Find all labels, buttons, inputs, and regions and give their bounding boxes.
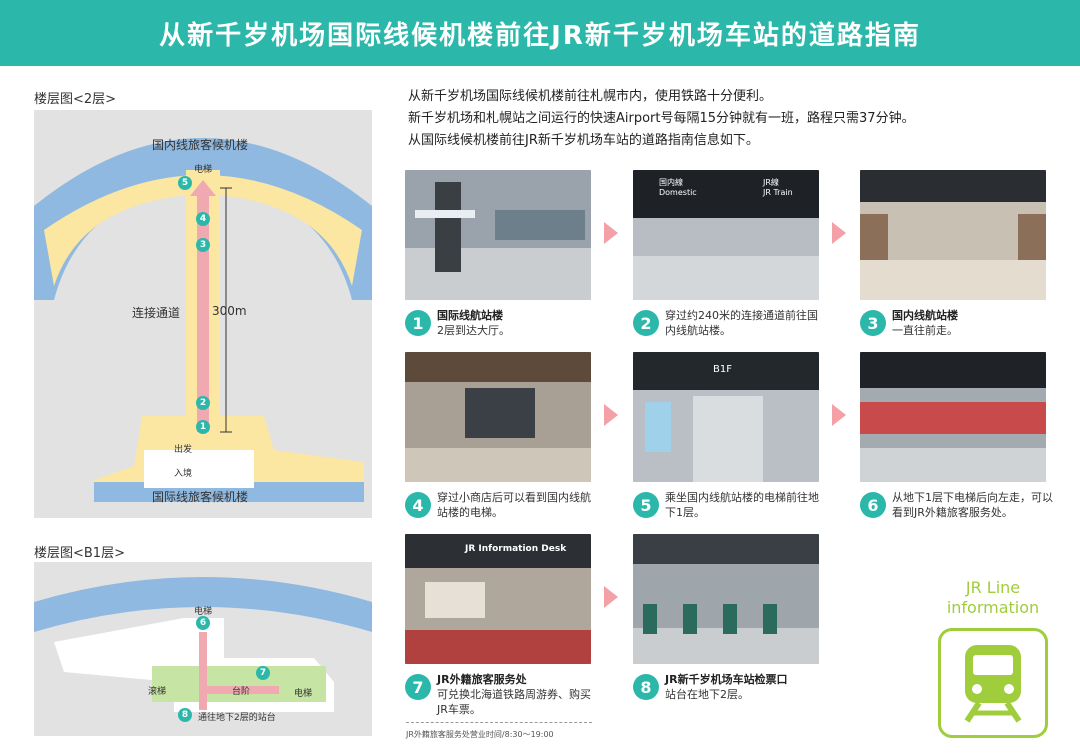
map-marker-3: 3 bbox=[196, 238, 210, 252]
caption-step-6: 6 从地下1层下电梯后向左走，可以看到JR外籍旅客服务处。 bbox=[860, 490, 1060, 520]
international-terminal-label: 国际线旅客候机楼 bbox=[152, 490, 249, 504]
caption-step-8: 8 JR新千岁机场车站检票口 站台在地下2层。 bbox=[633, 672, 833, 702]
step-text-2: 穿过约240米的连接通道前往国内线航站楼。 bbox=[665, 309, 818, 337]
jr-info-title-2: information bbox=[946, 598, 1040, 617]
photo-step-6 bbox=[860, 352, 1046, 482]
step-number-2: 2 bbox=[633, 310, 659, 336]
flow-arrow-5 bbox=[604, 586, 618, 608]
caption-step-4: 4 穿过小商店后可以看到国内线航站楼的电梯。 bbox=[405, 490, 605, 520]
photo-step-4 bbox=[405, 352, 591, 482]
b1-marker-7: 7 bbox=[256, 666, 270, 680]
step-text-5: 乘坐国内线航站楼的电梯前往地下1层。 bbox=[665, 491, 819, 519]
b1-marker-6: 6 bbox=[196, 616, 210, 630]
flow-arrow-1 bbox=[604, 222, 618, 244]
step-text-3: 一直往前走。 bbox=[892, 324, 958, 337]
b1-elevator-top-label: 电梯 bbox=[194, 607, 213, 617]
step-text-7: 可兑换北海道铁路周游券、购买JR车票。 bbox=[437, 688, 591, 716]
domestic-terminal-blue bbox=[34, 138, 372, 300]
step-number-1: 1 bbox=[405, 310, 431, 336]
caption-step-1: 1 国际线航站楼 2层到达大厅。 bbox=[405, 308, 605, 338]
map-marker-1: 1 bbox=[196, 420, 210, 434]
photo-step-5: B1F bbox=[633, 352, 819, 482]
photo-step-8 bbox=[633, 534, 819, 664]
jr-line-info: JR Line information bbox=[938, 578, 1048, 738]
caption-step-2: 2 穿过约240米的连接通道前往国内线航站楼。 bbox=[633, 308, 833, 338]
arrival-label: 入境 bbox=[174, 469, 193, 479]
stairs-label: 台阶 bbox=[232, 687, 251, 697]
departure-label: 出发 bbox=[174, 445, 193, 455]
domestic-terminal-label: 国内线旅客候机楼 bbox=[152, 138, 249, 152]
b1-route bbox=[199, 632, 207, 710]
train-icon bbox=[938, 628, 1048, 738]
step-number-7: 7 bbox=[405, 674, 431, 700]
distance-label: 300m bbox=[212, 304, 247, 318]
corridor-label: 连接通道 bbox=[132, 306, 181, 320]
intro-line-2: 新千岁机场和札幌站之间运行的快速Airport号每隔15分钟就有一班，路程只需3… bbox=[408, 111, 915, 126]
elevator-label: 电梯 bbox=[194, 165, 213, 175]
caption-step-7: 7 JR外籍旅客服务处 可兑换北海道铁路周游券、购买JR车票。 bbox=[405, 672, 605, 717]
platform-label: 通往地下2层的站台 bbox=[198, 713, 276, 723]
b1-marker-8: 8 bbox=[178, 708, 192, 722]
b1-green-area bbox=[152, 666, 326, 702]
b1-blue-arc bbox=[34, 577, 372, 632]
step-number-3: 3 bbox=[860, 310, 886, 336]
photo-step-7: JR Information Desk bbox=[405, 534, 591, 664]
flow-arrow-4 bbox=[832, 404, 846, 426]
map-marker-4: 4 bbox=[196, 212, 210, 226]
photo-step-1 bbox=[405, 170, 591, 300]
floorB1-label: 楼层图<B1层> bbox=[34, 546, 125, 561]
header-banner: 从新千岁机场国际线候机楼前往JR新千岁机场车站的道路指南 bbox=[0, 0, 1080, 66]
b1-elevator-right-label: 电梯 bbox=[294, 689, 313, 699]
step-number-6: 6 bbox=[860, 492, 886, 518]
floorB1-map: 电梯 滚梯 台阶 电梯 通往地下2层的站台 6 7 8 bbox=[34, 562, 372, 736]
step-number-8: 8 bbox=[633, 674, 659, 700]
caption-step-3: 3 国内线航站楼 一直往前走。 bbox=[860, 308, 1060, 338]
arrival-hall-white bbox=[144, 450, 254, 488]
b1-route-right bbox=[199, 686, 279, 694]
floor2-map: 国内线旅客候机楼 国际线旅客候机楼 连接通道 300m 电梯 出发 入境 5 4… bbox=[34, 110, 372, 518]
step-text-1: 2层到达大厅。 bbox=[437, 324, 510, 337]
domestic-terminal-yellow bbox=[44, 175, 362, 286]
intro-text: 从新千岁机场国际线候机楼前往札幌市内，使用铁路十分便利。 新千岁机场和札幌站之间… bbox=[408, 86, 1048, 152]
step-title-7: JR外籍旅客服务处 bbox=[437, 673, 527, 686]
map-marker-2: 2 bbox=[196, 396, 210, 410]
step-number-4: 4 bbox=[405, 492, 431, 518]
jr-info-title-1: JR Line bbox=[965, 578, 1021, 597]
floor2-label: 楼层图<2层> bbox=[34, 92, 117, 107]
step-title-1: 国际线航站楼 bbox=[437, 309, 503, 322]
service-hours: JR外籍旅客服务处营业时间/8:30～19:00 bbox=[406, 722, 592, 740]
step-number-5: 5 bbox=[633, 492, 659, 518]
intro-line-1: 从新千岁机场国际线候机楼前往札幌市内，使用铁路十分便利。 bbox=[408, 89, 773, 104]
step-title-8: JR新千岁机场车站检票口 bbox=[665, 673, 788, 686]
escalator-label: 滚梯 bbox=[148, 687, 167, 697]
step-text-4: 穿过小商店后可以看到国内线航站楼的电梯。 bbox=[437, 491, 591, 519]
flow-arrow-3 bbox=[604, 404, 618, 426]
step-text-8: 站台在地下2层。 bbox=[665, 688, 749, 701]
map-marker-5: 5 bbox=[178, 176, 192, 190]
route-arrow-head bbox=[190, 180, 216, 196]
intro-line-3: 从国际线候机楼前往JR新千岁机场车站的道路指南信息如下。 bbox=[408, 133, 759, 148]
page-title: 从新千岁机场国际线候机楼前往JR新千岁机场车站的道路指南 bbox=[159, 20, 921, 51]
sign-b1: B1F bbox=[713, 364, 732, 375]
flow-arrow-2 bbox=[832, 222, 846, 244]
caption-step-5: 5 乘坐国内线航站楼的电梯前往地下1层。 bbox=[633, 490, 833, 520]
floorB1-map-drawing bbox=[34, 577, 372, 712]
sign-info-desk: JR Information Desk bbox=[465, 544, 567, 554]
step-title-3: 国内线航站楼 bbox=[892, 309, 958, 322]
step-text-6: 从地下1层下电梯后向左走，可以看到JR外籍旅客服务处。 bbox=[892, 491, 1053, 519]
photo-step-3 bbox=[860, 170, 1046, 300]
